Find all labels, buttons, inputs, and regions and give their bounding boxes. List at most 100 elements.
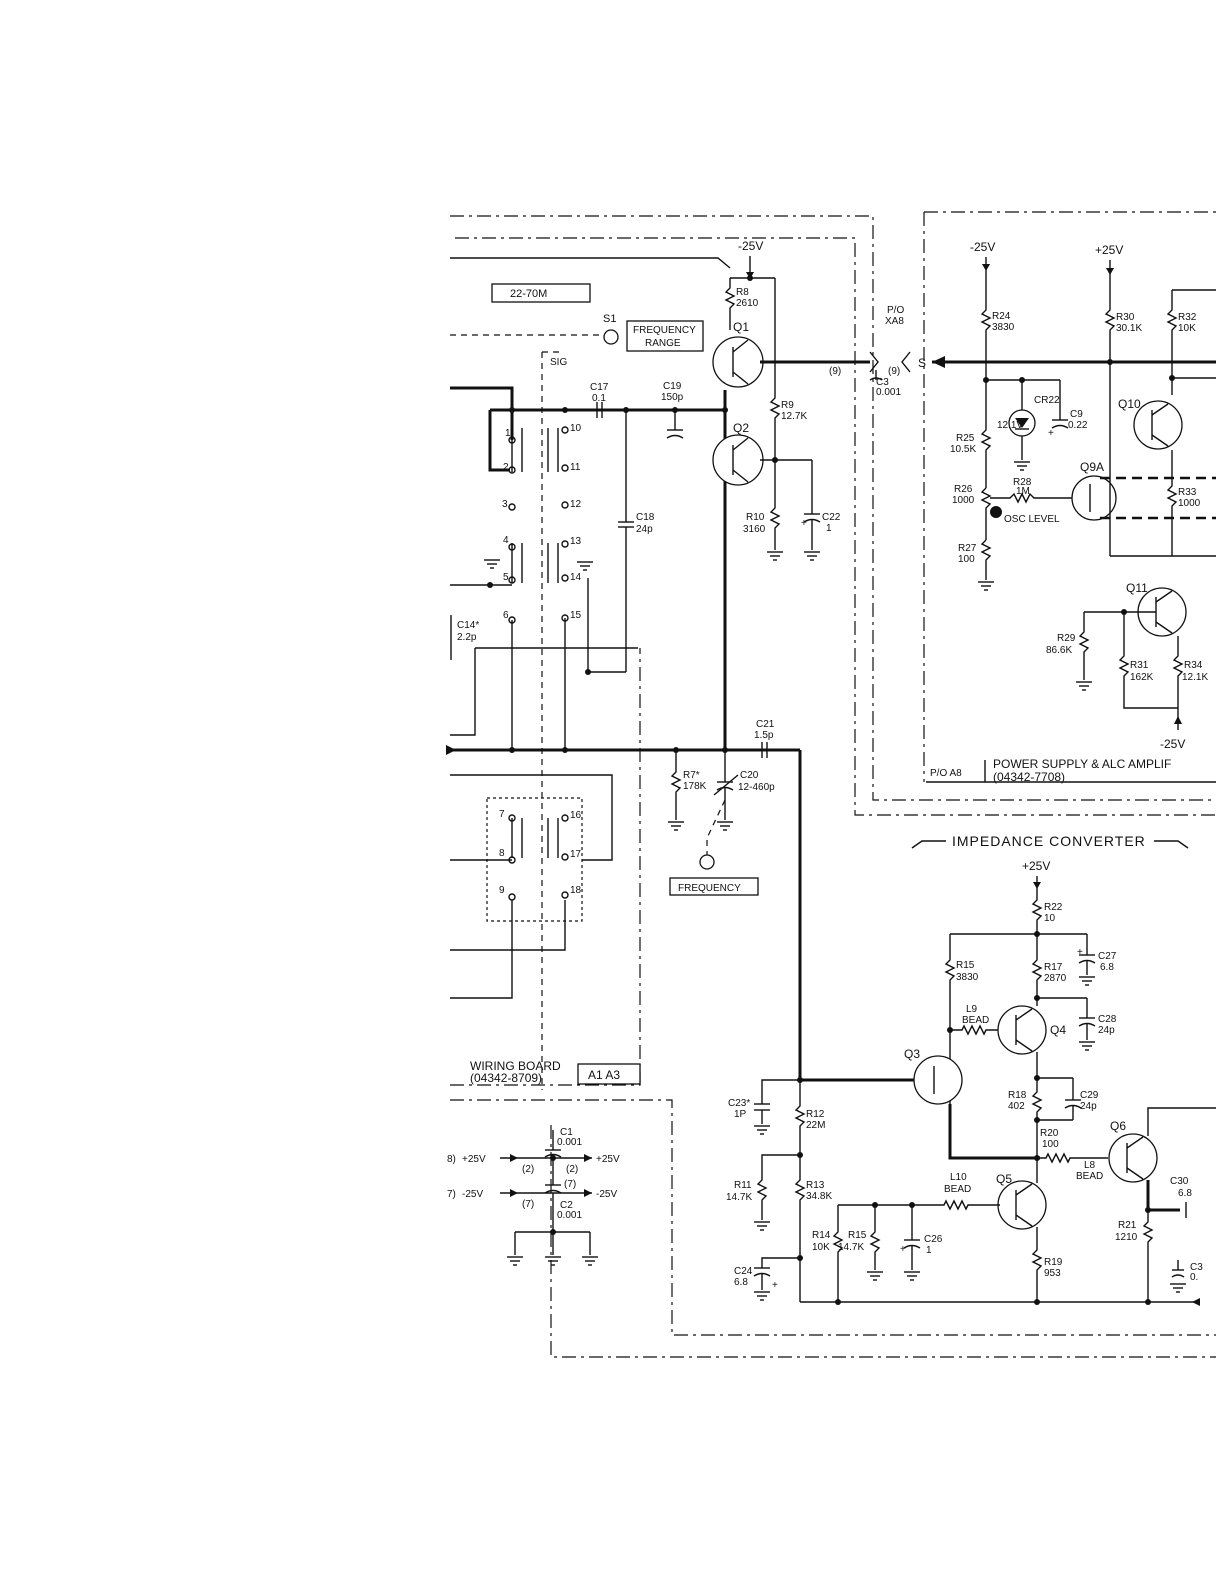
r11-value: 14.7K <box>726 1192 752 1203</box>
q4-label: Q4 <box>1050 1023 1066 1037</box>
wiring-board-pn: (04342-8709) <box>470 1071 542 1085</box>
r24-label: R24 <box>992 311 1011 322</box>
r28-value: 1M <box>1016 486 1030 497</box>
wiring-board-title: WIRING BOARD (04342-8709) A1 A3 <box>470 1059 641 1085</box>
c22-value: 1 <box>826 523 832 534</box>
c19-capacitor: C19 150p <box>661 381 684 439</box>
l10-value: BEAD <box>944 1184 971 1195</box>
frequency-label: FREQUENCY <box>678 883 741 894</box>
contact-8: 8 <box>499 848 505 859</box>
contact-3: 3 <box>502 499 508 510</box>
contact-15: 15 <box>570 610 582 621</box>
wiring-board-label: WIRING BOARD <box>470 1059 561 1073</box>
neg25-rail-q1: -25V <box>738 239 763 253</box>
r34-value: 12.1K <box>1182 672 1208 683</box>
r9-value: 12.7K <box>781 411 807 422</box>
r32-label: R32 <box>1178 312 1197 323</box>
contact-9: 9 <box>499 885 505 896</box>
pin7-label: 7) <box>447 1189 456 1200</box>
c21-value: 1.5p <box>754 730 774 741</box>
c21-label: C21 <box>756 719 775 730</box>
contact-17: 17 <box>570 849 582 860</box>
r7-value: 178K <box>683 781 707 792</box>
contact-18: 18 <box>570 885 582 896</box>
osc-level-label: OSC LEVEL <box>1004 514 1060 525</box>
xa8-connector: P/O XA8 (9) (9) S C3 0.001 <box>829 305 1216 398</box>
r18-label: R18 <box>1008 1090 1027 1101</box>
c26-label: C26 <box>924 1234 943 1245</box>
r32-value: 10K <box>1178 323 1196 334</box>
r31-label: R31 <box>1130 660 1149 671</box>
c17-value: 0.1 <box>592 393 606 404</box>
r14-label: R14 <box>812 1230 831 1241</box>
pin9-left: (9) <box>829 366 841 377</box>
c30-label: C30 <box>1170 1176 1189 1187</box>
r33-value: 1000 <box>1178 498 1201 509</box>
contact-13: 13 <box>570 536 582 547</box>
r21-value: 1210 <box>1115 1232 1138 1243</box>
frequency-range-box <box>626 320 704 352</box>
r7-resistor: R7* 178K <box>667 750 707 831</box>
q9a-label: Q9A <box>1080 460 1104 474</box>
c9-label: C9 <box>1070 409 1083 420</box>
s1-label: S1 <box>603 313 616 325</box>
q10-label: Q10 <box>1118 397 1141 411</box>
power-supply-pn: (04342-7708) <box>993 770 1065 784</box>
c30-value: 6.8 <box>1178 1188 1192 1199</box>
power-supply-alc: -25V R24 3830 R25 10.5K R26 1000 OSC LEV… <box>930 240 1216 784</box>
range-box-label: 22-70M <box>510 288 547 300</box>
c20-value: 12-460p <box>738 782 775 793</box>
l8-value: BEAD <box>1076 1171 1103 1182</box>
r22-label: R22 <box>1044 902 1063 913</box>
c24-label: C24 <box>734 1266 753 1277</box>
c3-value: 0.001 <box>876 387 901 398</box>
c-partial-value: 0. <box>1190 1272 1198 1283</box>
contact-6: 6 <box>503 610 509 621</box>
neg25-in-label: -25V <box>462 1189 483 1200</box>
r8-value: 2610 <box>736 298 759 309</box>
r15a-label: R15 <box>848 1230 867 1241</box>
signal-lines <box>446 257 802 1080</box>
c22-label: C22 <box>822 512 841 523</box>
r25-value: 10.5K <box>950 444 976 455</box>
xa8-label: XA8 <box>885 316 904 327</box>
r15b-label: R15 <box>956 960 975 971</box>
c-partial-label: C3 <box>1190 1262 1203 1273</box>
c18-capacitor: C18 24p <box>588 410 655 673</box>
r28-label: R28 <box>1013 477 1032 488</box>
c17-label: C17 <box>590 382 609 393</box>
r10-label: R10 <box>746 512 765 523</box>
contact-12: 12 <box>570 499 582 510</box>
contact-16: 16 <box>570 810 582 821</box>
c24-value: 6.8 <box>734 1277 748 1288</box>
r18-value: 402 <box>1008 1101 1025 1112</box>
contact-4: 4 <box>503 535 509 546</box>
svg-text:+: + <box>900 1244 906 1255</box>
r29-label: R29 <box>1057 633 1076 644</box>
r29-value: 86.6K <box>1046 645 1072 656</box>
c21-capacitor: C21 1.5p <box>754 719 775 758</box>
c26-value: 1 <box>926 1245 932 1256</box>
frequency-range-control: 22-70M S1 FREQUENCY RANGE SIG <box>450 283 704 368</box>
q11-label: Q11 <box>1126 581 1148 595</box>
pin7-right: (7) <box>564 1179 576 1190</box>
r24-value: 3830 <box>992 322 1015 333</box>
c18-value: 24p <box>636 524 653 535</box>
pin2-left: (2) <box>522 1164 534 1175</box>
s-label: S <box>918 356 926 370</box>
wiring-board-ref: A1 A3 <box>588 1068 620 1082</box>
q2-transistor: Q2 R10 3160 + C22 1 <box>712 421 841 561</box>
r12-label: R12 <box>806 1109 825 1120</box>
c23-label: C23* <box>728 1098 750 1109</box>
switch-shield <box>486 797 583 922</box>
r11-label: R11 <box>734 1180 752 1191</box>
neg25-out-label: -25V <box>596 1189 617 1200</box>
sig-label: SIG <box>550 357 567 368</box>
r15b-value: 3830 <box>956 972 979 983</box>
c19-label: C19 <box>663 381 682 392</box>
contact-2: 2 <box>503 462 509 473</box>
r34-label: R34 <box>1184 660 1203 671</box>
cr22-value: 12.1V <box>997 420 1023 431</box>
r19-value: 953 <box>1044 1268 1061 1279</box>
q1-label: Q1 <box>733 320 749 334</box>
